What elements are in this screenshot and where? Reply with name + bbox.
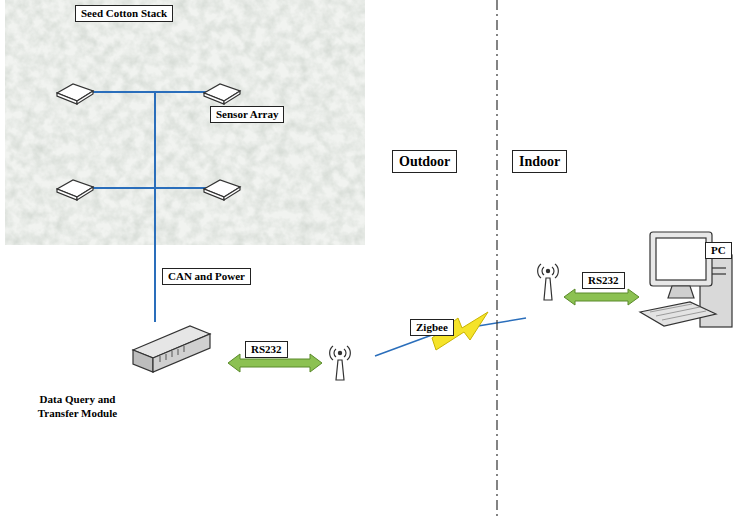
zigbee-link [375, 312, 526, 356]
sensor-wiring [75, 92, 222, 215]
cotton-ground [5, 0, 365, 245]
indoor-outdoor-divider [496, 0, 497, 518]
module-device [133, 326, 210, 372]
node-label: Sensor Array [210, 106, 284, 123]
bus-label: CAN and Power [162, 268, 251, 285]
module-box: Data Query and Transfer Module [20, 322, 215, 432]
pc-box: PC [635, 225, 740, 335]
link-label: Zigbee [410, 319, 454, 336]
node-label: PC [705, 242, 732, 259]
rs232-arrow [564, 289, 639, 305]
zone-label: Outdoor [392, 150, 457, 173]
sensor-symbols [57, 84, 240, 200]
pc-computer [640, 232, 732, 327]
sensor-array: Sensor Array [50, 70, 290, 215]
node-label: Data Query and Transfer Module [20, 392, 135, 420]
cotton-stack-region: Seed Cotton StackSensor Array [5, 0, 365, 245]
node-label: Seed Cotton Stack [75, 5, 173, 22]
cotton-texture [5, 0, 365, 245]
interface-label: RS232 [245, 341, 288, 358]
antenna-symbol [330, 346, 351, 380]
interface-label: RS232 [582, 272, 625, 289]
zone-label: Indoor [512, 150, 567, 173]
antenna-symbol [538, 264, 559, 300]
can-bus-line [155, 215, 156, 322]
